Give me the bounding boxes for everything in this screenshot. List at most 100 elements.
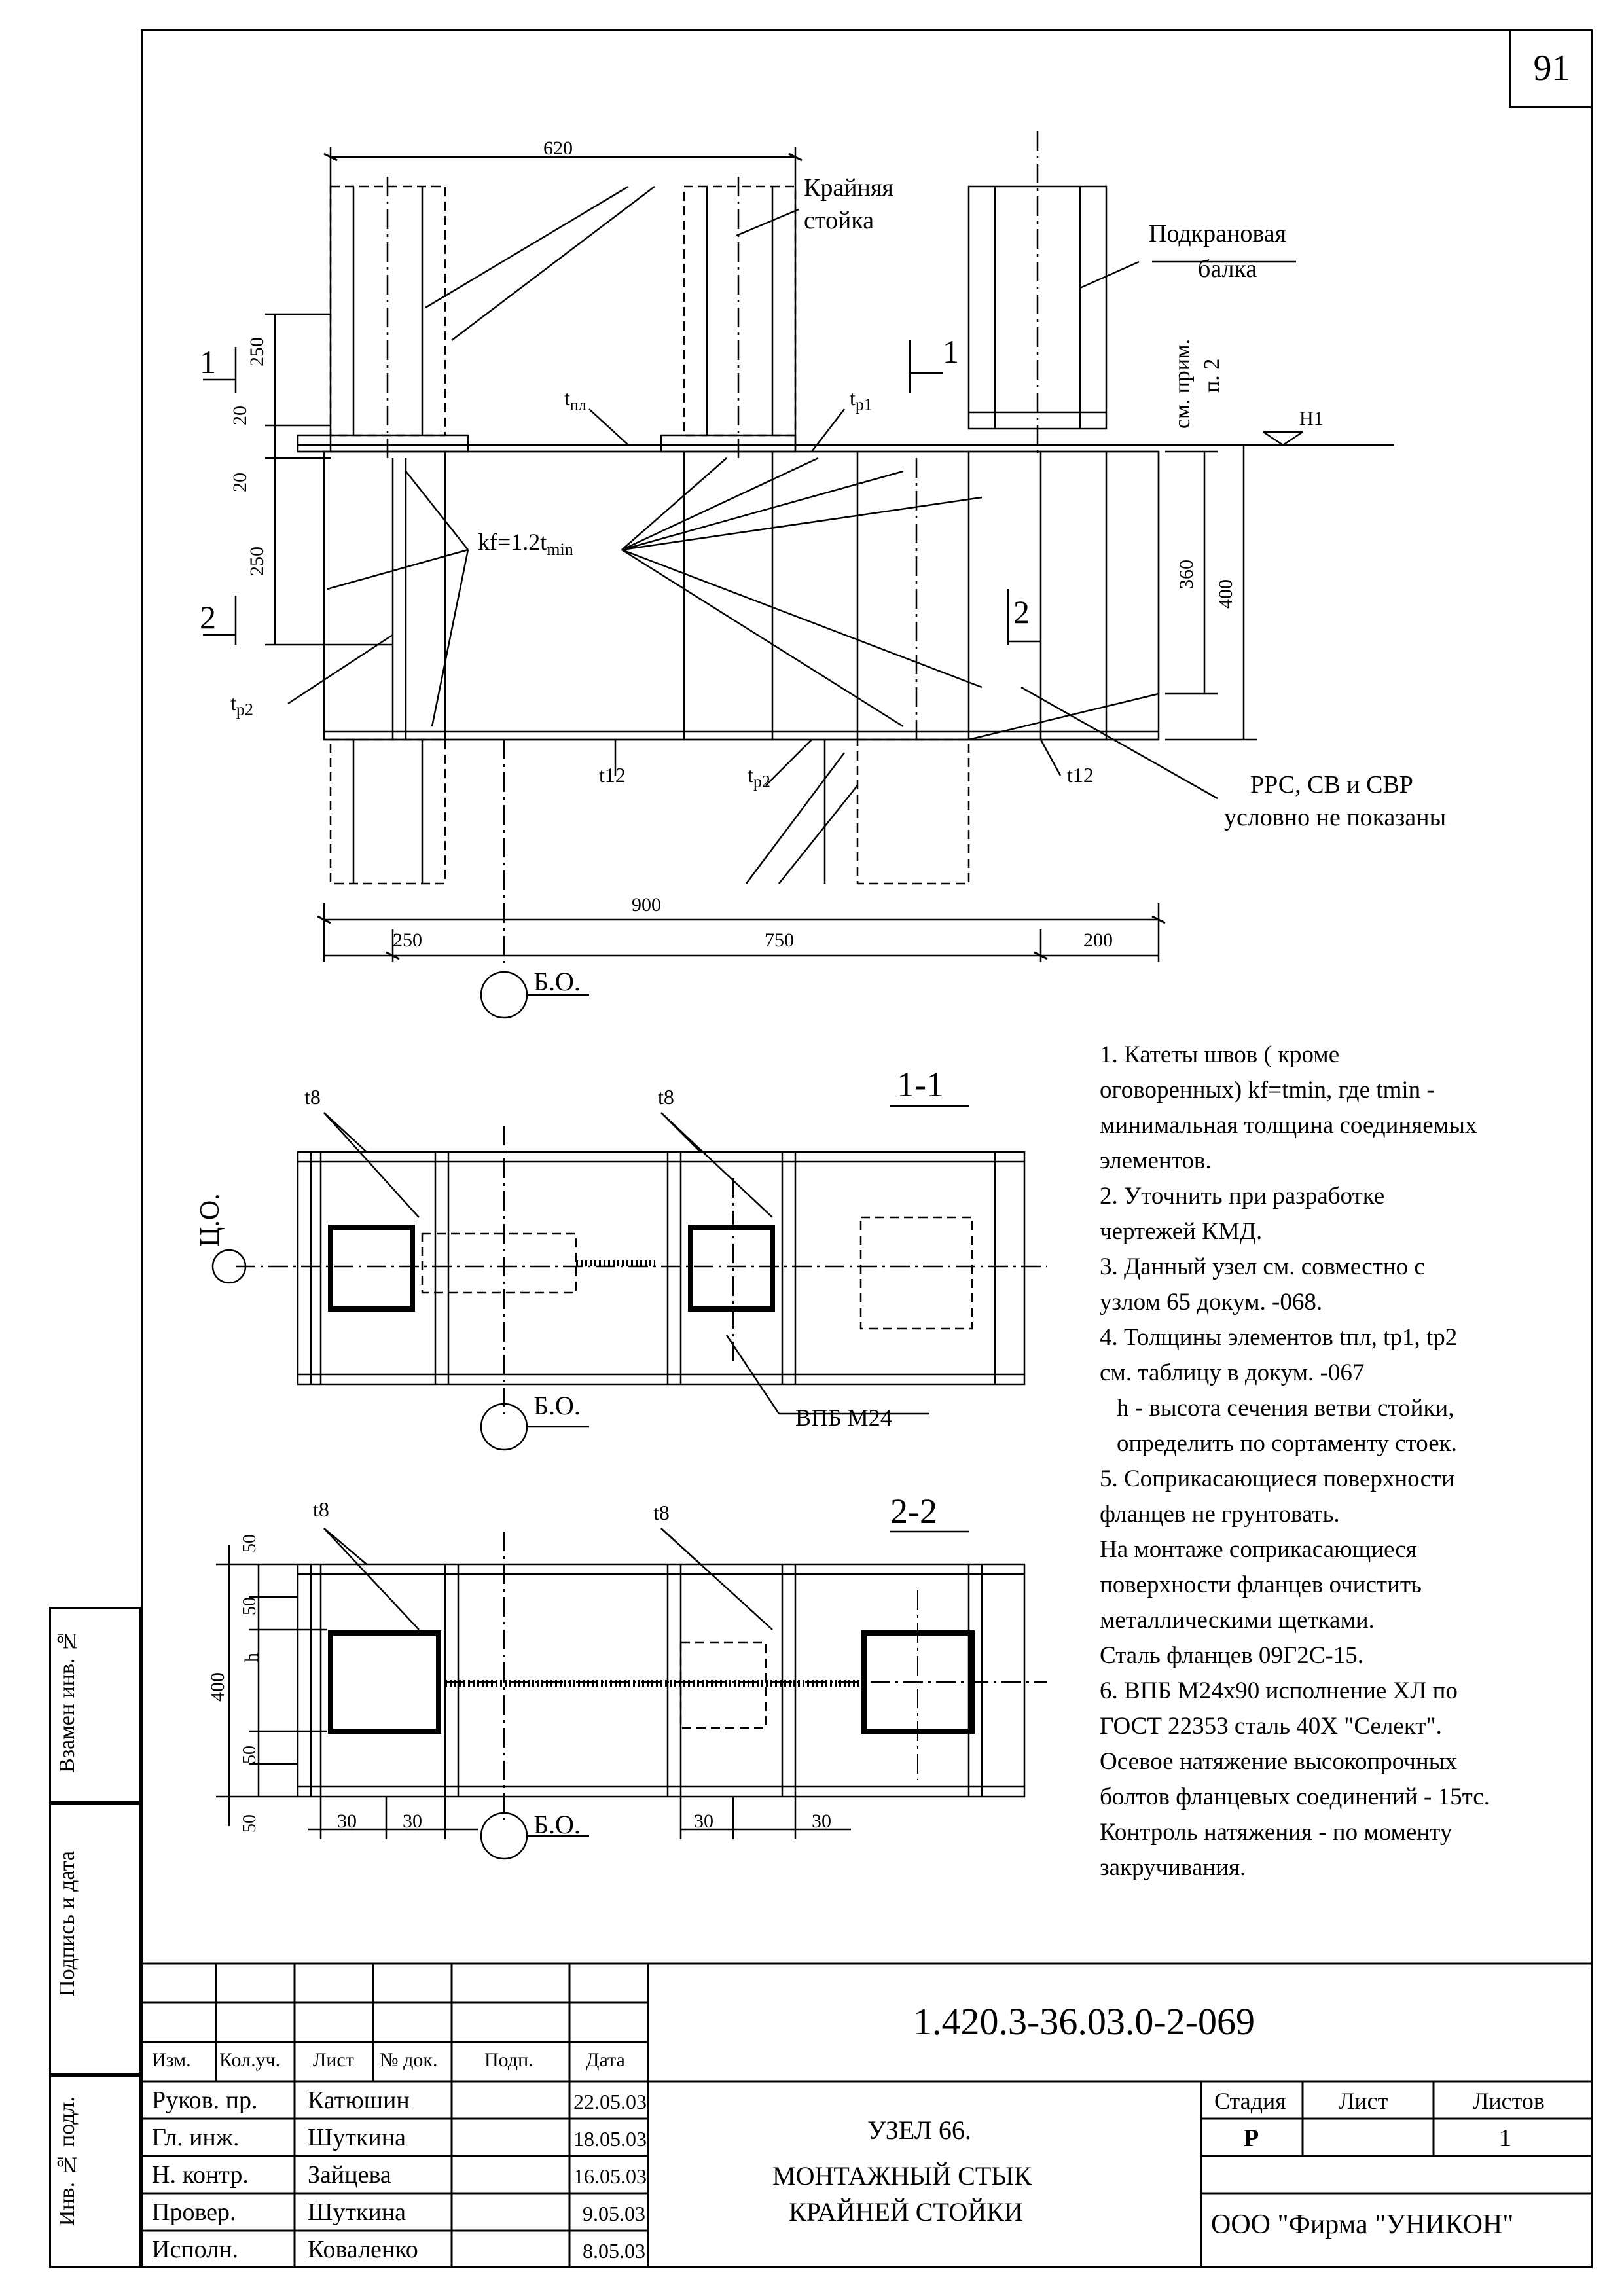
note-line: чертежей КМД. (1100, 1218, 1263, 1245)
label-kf: kf=1.2tmin (478, 530, 573, 558)
tp2-left-sub: p2 (236, 700, 253, 719)
drawing-title-3: КРАЙНЕЙ СТОЙКИ (789, 2197, 1023, 2227)
label-ppc-1: РРС, СВ и СВР (1250, 771, 1413, 798)
side-strip-sign: Подпись и дата (49, 1803, 141, 2075)
tb-date: 18.05.03 (573, 2127, 647, 2151)
tp2-bottom-sub: p2 (753, 772, 770, 791)
note-line: На монтаже соприкасающиеся (1100, 1536, 1417, 1563)
tb-header-podp: Подп. (484, 2049, 533, 2071)
tb-header-list: Лист (313, 2049, 354, 2071)
note-line: поверхности фланцев очистить (1100, 1571, 1422, 1598)
label-outer-post-2: стойка (804, 207, 875, 234)
note-line: Осевое натяжение высокопрочных (1100, 1748, 1458, 1775)
s11-bo: Б.О. (533, 1391, 581, 1420)
tb-name: Шуткина (308, 2124, 406, 2151)
section-2-2-title: 2-2 (890, 1492, 937, 1531)
section-mark-1-right: 1 (943, 333, 959, 370)
tb-stage-value: Р (1244, 2125, 1259, 2152)
tb-date: 8.05.03 (583, 2239, 645, 2263)
label-tp1: tp1 (850, 387, 873, 413)
note-line: 4. Толщины элементов tпл, tp1, tp2 (1100, 1324, 1458, 1351)
note-line: h - высота сечения ветви стойки, (1117, 1395, 1454, 1422)
tb-date: 16.05.03 (573, 2164, 647, 2188)
tb-stage-header: Стадия (1214, 2088, 1286, 2114)
note-line: см. таблицу в докум. -067 (1100, 1359, 1365, 1386)
tb-header-izm: Изм. (152, 2049, 191, 2071)
label-t-pl: tпл (564, 387, 586, 413)
sheet-frame (141, 29, 1593, 2268)
note-line: 3. Данный узел см. совместно с (1100, 1253, 1425, 1280)
tb-role: Руков. пр. (152, 2087, 258, 2114)
note-line: металлическими щетками. (1100, 1607, 1375, 1634)
note-line: фланцев не грунтовать. (1100, 1501, 1340, 1528)
s22-dim-30-3: 30 (694, 1810, 713, 1832)
side-strip-inv: Инв. № подл. (49, 2075, 141, 2268)
tb-name: Коваленко (308, 2236, 418, 2263)
doc-code: 1.420.3-36.03.0-2-069 (913, 2000, 1255, 2043)
note-line: 2. Уточнить при разработке (1100, 1183, 1385, 1210)
tp2-bottom-main: t (748, 763, 753, 787)
note-line: элементов. (1100, 1147, 1212, 1174)
label-ppc-2: условно не показаны (1224, 804, 1447, 831)
tb-header-kolich: Кол.уч. (219, 2049, 281, 2071)
s22-t8-right: t8 (653, 1501, 670, 1524)
note-line: ГОСТ 22353 сталь 40Х "Селект". (1100, 1713, 1442, 1740)
tb-name: Катюшин (308, 2087, 410, 2114)
dim-top-620: 620 (543, 137, 573, 159)
label-crane-beam-1: Подкрановая (1149, 220, 1287, 247)
note-line: 5. Соприкасающиеся поверхности (1100, 1465, 1454, 1492)
tb-role: Н. контр. (152, 2161, 249, 2189)
tb-company: ООО "Фирма "УНИКОН" (1211, 2210, 1514, 2240)
section-mark-2-right: 2 (1013, 594, 1030, 630)
tb-sheet-header: Лист (1339, 2088, 1388, 2114)
tb-role: Провер. (152, 2198, 236, 2226)
tb-sheets-header: Листов (1473, 2088, 1545, 2114)
dim-bottom-200: 200 (1083, 929, 1113, 951)
page-number: 91 (1509, 29, 1593, 108)
s22-dim-30-2: 30 (403, 1810, 422, 1832)
tb-name: Шуткина (308, 2198, 406, 2226)
note-line: закручивания. (1100, 1854, 1246, 1881)
tb-name: Зайцева (308, 2161, 391, 2189)
note-line: Сталь фланцев 09Г2С-15. (1100, 1642, 1363, 1669)
section-1-1-title: 1-1 (897, 1065, 944, 1104)
tb-header-data: Дата (586, 2049, 625, 2071)
label-tp2-left: tp2 (230, 692, 253, 718)
tp1-main: t (850, 386, 856, 410)
tb-role: Гл. инж. (152, 2124, 240, 2151)
tp2-left-main: t (230, 691, 236, 715)
label-crane-beam-2: балка (1198, 255, 1257, 283)
t-pl-sub: пл (569, 397, 586, 414)
tb-header-ndok: № док. (380, 2049, 438, 2071)
tp1-sub: p1 (855, 395, 873, 414)
dim-bottom-750: 750 (765, 929, 794, 951)
note-line: Контроль натяжения - по моменту (1100, 1819, 1453, 1846)
label-t12-left: t12 (599, 763, 626, 787)
note-line: минимальная толщина соединяемых (1100, 1112, 1477, 1139)
kf-sub: min (547, 540, 573, 560)
label-tp2-bottom: tp2 (748, 764, 770, 790)
t-pl-main: t (564, 386, 570, 410)
label-outer-post-1: Крайняя (804, 174, 893, 202)
note-line: оговоренных) kf=tmin, где tmin - (1100, 1077, 1435, 1103)
section-mark-2-left: 2 (200, 599, 216, 636)
s11-t8-left: t8 (304, 1085, 321, 1109)
note-line: 6. ВПБ М24х90 исполнение ХЛ по (1100, 1677, 1458, 1704)
tb-sheets-value: 1 (1499, 2125, 1511, 2152)
label-bo-main: Б.О. (533, 967, 581, 996)
s22-t8-left: t8 (313, 1498, 329, 1521)
notes: 1. Катеты швов ( кроме оговоренных) kf=t… (1100, 1037, 1558, 1886)
side-strip-replace: Взамен инв. № (49, 1607, 141, 1803)
note-line: болтов фланцевых соединений - 15тс. (1100, 1784, 1490, 1810)
label-t12-right: t12 (1067, 763, 1094, 787)
tb-role: Исполн. (152, 2236, 238, 2263)
note-line: узлом 65 докум. -068. (1100, 1289, 1323, 1316)
s22-bo: Б.О. (533, 1810, 581, 1839)
note-line: 1. Катеты швов ( кроме (1100, 1041, 1340, 1068)
section-mark-1-left: 1 (200, 344, 216, 380)
tb-date: 22.05.03 (573, 2090, 647, 2113)
s22-dim-30-1: 30 (337, 1810, 357, 1832)
drawing-title-2: МОНТАЖНЫЙ СТЫК (772, 2161, 1032, 2191)
